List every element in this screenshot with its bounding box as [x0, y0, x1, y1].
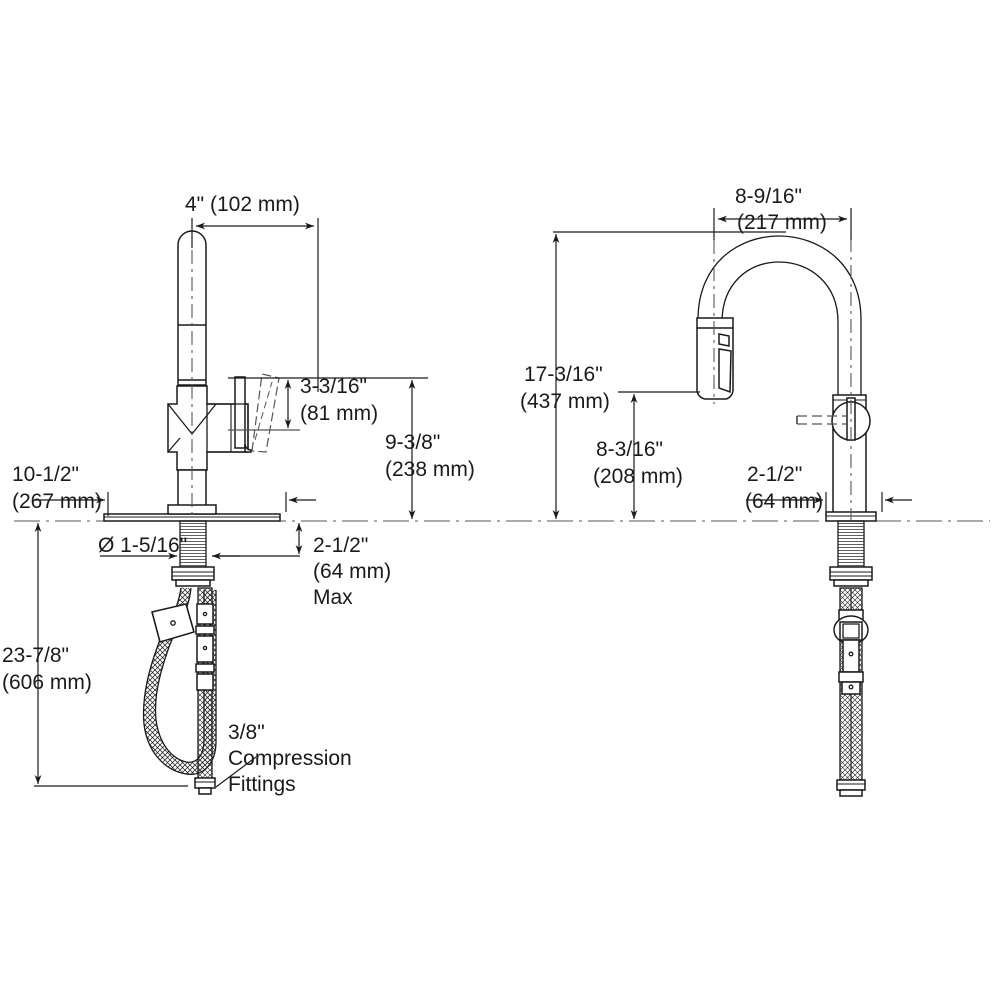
- dim-deck-thickness-max-side-line1: 2-1/2": [747, 463, 802, 486]
- dim-deck-thickness-max-line3: Max: [313, 586, 353, 609]
- dim-deck-thickness-max-line2: (64 mm): [313, 560, 391, 583]
- annotation-supply-fittings-line1: 3/8": [228, 721, 265, 744]
- dim-clearance-behind-line2: (267 mm): [12, 490, 102, 513]
- dim-spout-clearance-line1: 8-3/16": [596, 438, 663, 461]
- handle-raised-phantom: [251, 373, 280, 453]
- dim-spout-clearance-line2: (208 mm): [593, 465, 683, 488]
- dim-spout-reach-line1: 8-9/16": [735, 185, 802, 208]
- dim-mounting-hole-diameter-label: Ø 1-5/16": [98, 534, 187, 557]
- handle-lever-side: [796, 415, 846, 425]
- annotation-supply-fittings-line2: Compression: [228, 747, 352, 770]
- right-view-hose-assembly: [833, 587, 869, 797]
- dim-deck-thickness-max-side-line2: (64 mm): [745, 490, 823, 513]
- left-view-hose-assembly: [142, 587, 257, 795]
- dim-handle-clearance-line1: 3-3/16": [300, 375, 367, 398]
- dim-overall-height-above-counter-line1: 9-3/8": [385, 431, 440, 454]
- right-view-dimension-lines: [552, 208, 912, 519]
- dim-overall-height-line1: 17-3/16": [524, 363, 603, 386]
- left-view-faucet-body: [103, 230, 281, 587]
- dim-spout-height-top-label: 4" (102 mm): [185, 193, 300, 216]
- dim-spout-reach-line2: (217 mm): [737, 211, 827, 234]
- dim-handle-clearance-line2: (81 mm): [300, 402, 378, 425]
- dim-total-height-below-deck-line2: (606 mm): [2, 671, 92, 694]
- annotation-supply-fittings-line3: Fittings: [228, 773, 296, 796]
- dim-overall-height-above-counter-line2: (238 mm): [385, 458, 475, 481]
- dim-clearance-behind-line1: 10-1/2": [12, 463, 79, 486]
- dim-overall-height-line2: (437 mm): [520, 390, 610, 413]
- left-view-dimension-lines: [34, 218, 428, 787]
- dim-total-height-below-deck-line1: 23-7/8": [2, 644, 69, 667]
- right-view-faucet-body: [696, 235, 877, 587]
- dim-deck-thickness-max-line1: 2-1/2": [313, 534, 368, 557]
